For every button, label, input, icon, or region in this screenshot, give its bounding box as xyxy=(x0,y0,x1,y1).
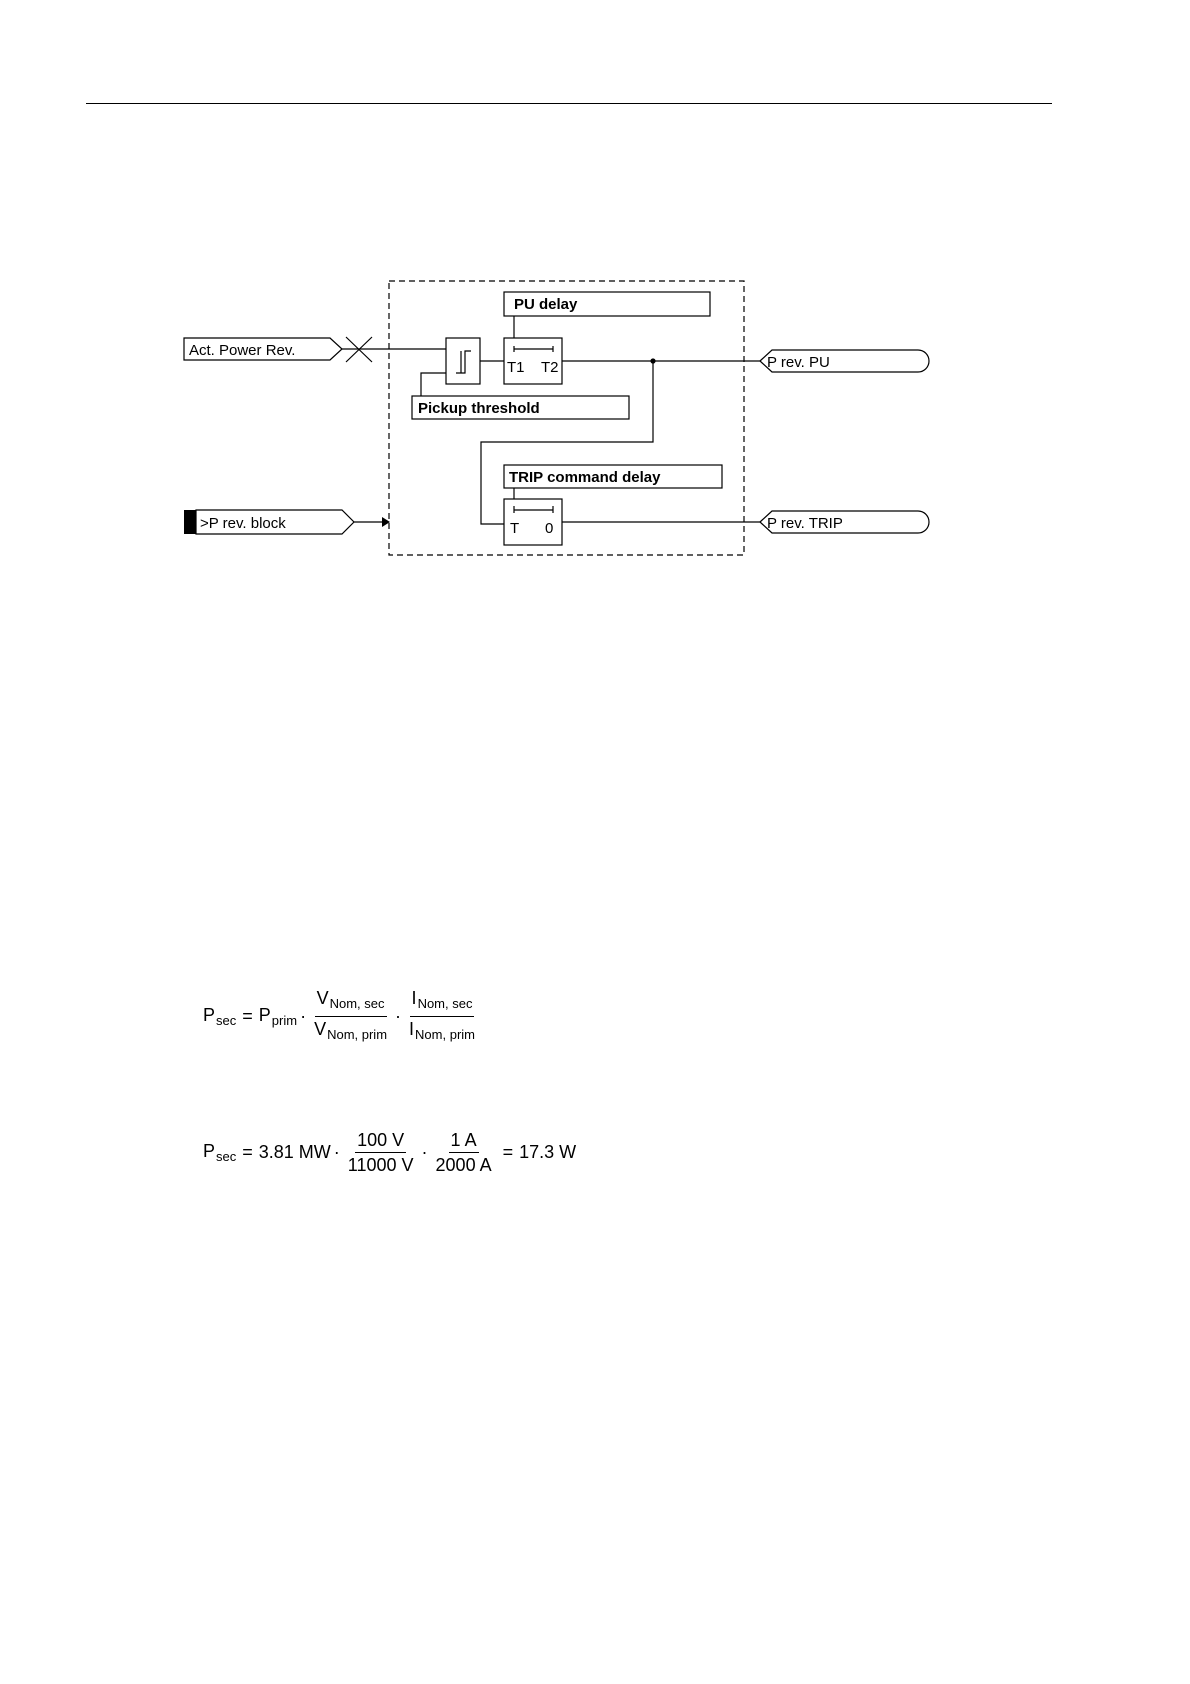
formula-lhs: Psec xyxy=(203,1005,236,1028)
formula-dot: · xyxy=(395,1006,401,1027)
formula-example: Psec = 3.81 MW · 100 V 11000 V · 1 A 200… xyxy=(203,1130,576,1175)
formula-current-ratio: INom, sec INom, prim xyxy=(407,988,477,1045)
timer-pu-left: T1 xyxy=(507,359,525,376)
example-lhs: Psec xyxy=(203,1141,236,1164)
param-trip-delay-label: TRIP command delay xyxy=(509,469,661,486)
output-trip-label: P rev. TRIP xyxy=(767,515,843,532)
param-pickup-threshold-label: Pickup threshold xyxy=(418,400,540,417)
output-pu-label: P rev. PU xyxy=(767,354,830,371)
input-block-label: >P rev. block xyxy=(200,515,286,532)
example-result-equals: = xyxy=(503,1142,514,1163)
param-pu-delay-label: PU delay xyxy=(514,296,578,313)
formula-general: Psec = Pprim · VNom, sec VNom, prim · IN… xyxy=(203,988,480,1045)
timer-pu-right: T2 xyxy=(541,359,559,376)
example-voltage-ratio: 100 V 11000 V xyxy=(346,1130,416,1175)
formula-equals: = xyxy=(242,1006,253,1027)
example-dot: · xyxy=(334,1142,340,1163)
formula-voltage-ratio: VNom, sec VNom, prim xyxy=(312,988,389,1045)
threshold-block xyxy=(446,338,480,384)
logic-diagram: Act. Power Rev. Pickup threshold PU dela… xyxy=(0,0,1190,700)
example-dot: · xyxy=(422,1142,428,1163)
formula-p-prim: Pprim xyxy=(259,1005,297,1028)
formula-dot: · xyxy=(300,1006,306,1027)
example-current-ratio: 1 A 2000 A xyxy=(434,1130,494,1175)
binary-input-marker xyxy=(184,510,196,534)
example-equals: = xyxy=(242,1142,253,1163)
input-act-power-label: Act. Power Rev. xyxy=(189,342,295,359)
timer-trip-right: 0 xyxy=(545,520,553,537)
example-result: 17.3 W xyxy=(519,1142,576,1163)
timer-trip-left: T xyxy=(510,520,519,537)
example-value: 3.81 MW xyxy=(259,1142,331,1163)
param-line xyxy=(421,373,446,396)
